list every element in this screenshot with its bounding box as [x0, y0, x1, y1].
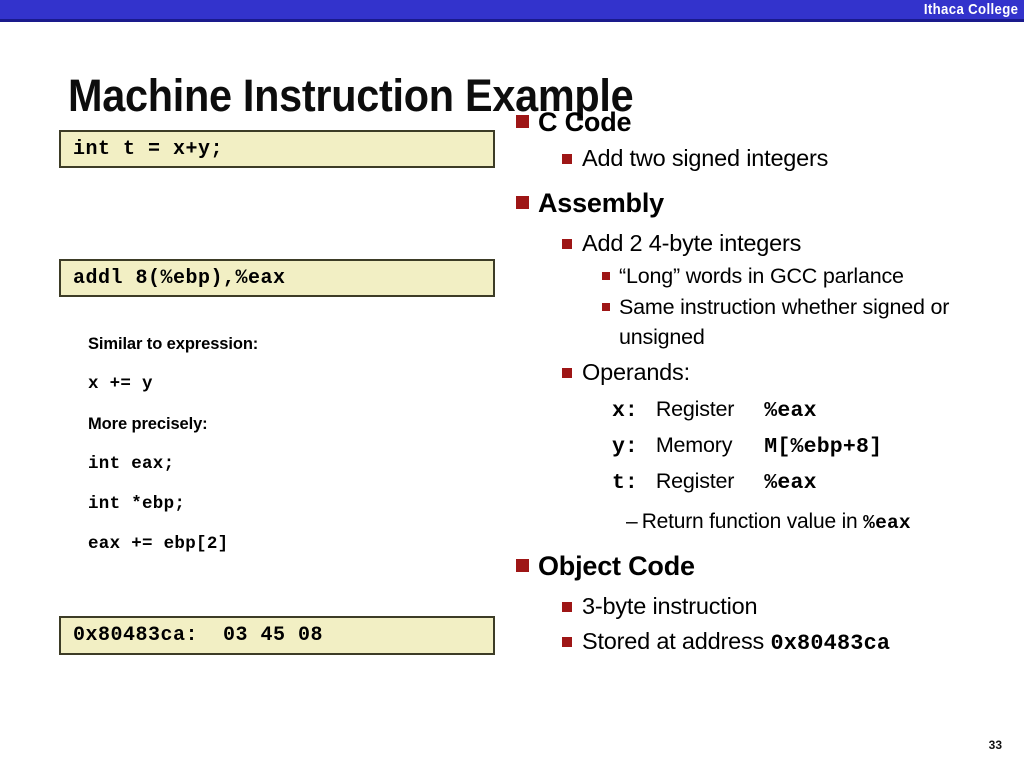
outline-item-same-instruction-signed-unsigned: Same instruction whether signed or unsig…: [516, 292, 1024, 352]
note-line-x-plus-equals-y: x += y: [88, 374, 153, 394]
outline-text-long-words-gcc: “Long” words in GCC parlance: [619, 264, 904, 288]
outline-heading-operands: Operands:: [582, 359, 690, 385]
page-number: 33: [988, 738, 1002, 752]
square-bullet-icon: [562, 637, 572, 647]
code-box-object: 0x80483ca: 03 45 08: [59, 616, 495, 655]
operand-location-y: M[%ebp+8]: [764, 435, 883, 459]
operand-location-t: %eax: [764, 471, 817, 495]
outline-item-3-byte-instruction: 3-byte instruction: [516, 590, 1024, 623]
return-note-register: %eax: [863, 512, 911, 534]
square-bullet-icon: [602, 303, 610, 311]
outline-heading-object-code: Object Code: [538, 551, 695, 581]
stored-at-address-prefix: Stored at address: [582, 628, 771, 654]
note-line-int-eax: int eax;: [88, 454, 175, 474]
outline-item-stored-at-address: Stored at address 0x80483ca: [516, 625, 1024, 660]
square-bullet-icon: [516, 559, 529, 572]
return-note-prefix: Return function value in: [641, 510, 864, 533]
code-box-c-source-text: int t = x+y;: [73, 137, 224, 161]
outline-item-long-words-gcc: “Long” words in GCC parlance: [516, 261, 1024, 291]
table-row: t: Register %eax: [612, 465, 882, 501]
outline-item-add-2-4byte-integers: Add 2 4-byte integers: [516, 227, 1024, 260]
note-line-similar-label: Similar to expression:: [88, 335, 259, 353]
outline-text-add-2-4byte-integers: Add 2 4-byte integers: [582, 230, 802, 256]
outline-heading-c-code: C Code: [538, 107, 632, 137]
left-notes-block: Similar to expression: x += y More preci…: [88, 324, 478, 564]
outline-text-stored-at-address: Stored at address 0x80483ca: [582, 625, 890, 660]
operand-kind-t: Register: [655, 469, 735, 493]
operand-location-x: %eax: [764, 399, 817, 423]
note-line-eax-plus-equals-ebp2: eax += ebp[2]: [88, 534, 229, 554]
code-box-assembly-text: addl 8(%ebp),%eax: [73, 266, 286, 290]
note-line-more-precisely-label: More precisely:: [88, 415, 208, 433]
outline-text-add-two-signed-integers: Add two signed integers: [582, 145, 829, 171]
square-bullet-icon: [516, 196, 529, 209]
outline-item-add-two-signed-integers: Add two signed integers: [516, 142, 1024, 175]
square-bullet-icon: [562, 602, 572, 612]
code-box-assembly: addl 8(%ebp),%eax: [59, 259, 495, 297]
code-box-object-text: 0x80483ca: 03 45 08: [73, 624, 324, 647]
square-bullet-icon: [562, 368, 572, 378]
outline-item-object-code: Object Code: [516, 548, 1024, 584]
slide-title: Machine Instruction Example: [68, 70, 634, 122]
outline-item-c-code: C Code: [516, 104, 1024, 140]
square-bullet-icon: [516, 115, 529, 128]
operand-kind-y: Memory: [655, 433, 733, 457]
institution-brand: Ithaca College: [923, 1, 1018, 18]
square-bullet-icon: [562, 154, 572, 164]
operand-kind-x: Register: [655, 397, 735, 421]
table-row: y: Memory M[%ebp+8]: [612, 429, 882, 465]
outline-item-return-function-value: – Return function value in %eax: [516, 507, 1024, 538]
outline-text-same-instruction-signed-unsigned: Same instruction whether signed or unsig…: [619, 295, 950, 349]
header-banner: Ithaca College: [0, 0, 1024, 22]
square-bullet-icon: [602, 272, 610, 280]
operands-table: x: Register %eax y: Memory M[%ebp+8] t: …: [612, 393, 882, 501]
dash-bullet-icon: –: [626, 510, 638, 533]
outline-item-operands: Operands:: [516, 356, 1024, 389]
stored-at-address-value: 0x80483ca: [770, 631, 891, 656]
code-box-c-source: int t = x+y;: [59, 130, 495, 168]
operand-var-t: t:: [612, 471, 638, 495]
operand-var-y: y:: [612, 435, 638, 459]
outline-text-return-function-value: Return function value in %eax: [642, 507, 911, 538]
outline-text-3-byte-instruction: 3-byte instruction: [582, 593, 758, 619]
square-bullet-icon: [562, 239, 572, 249]
outline-item-assembly: Assembly: [516, 185, 1024, 221]
note-line-int-ebp-pointer: int *ebp;: [88, 494, 186, 514]
outline-column: C Code Add two signed integers Assembly …: [516, 102, 1024, 660]
outline-heading-assembly: Assembly: [538, 188, 664, 218]
operand-var-x: x:: [612, 399, 638, 423]
table-row: x: Register %eax: [612, 393, 882, 429]
